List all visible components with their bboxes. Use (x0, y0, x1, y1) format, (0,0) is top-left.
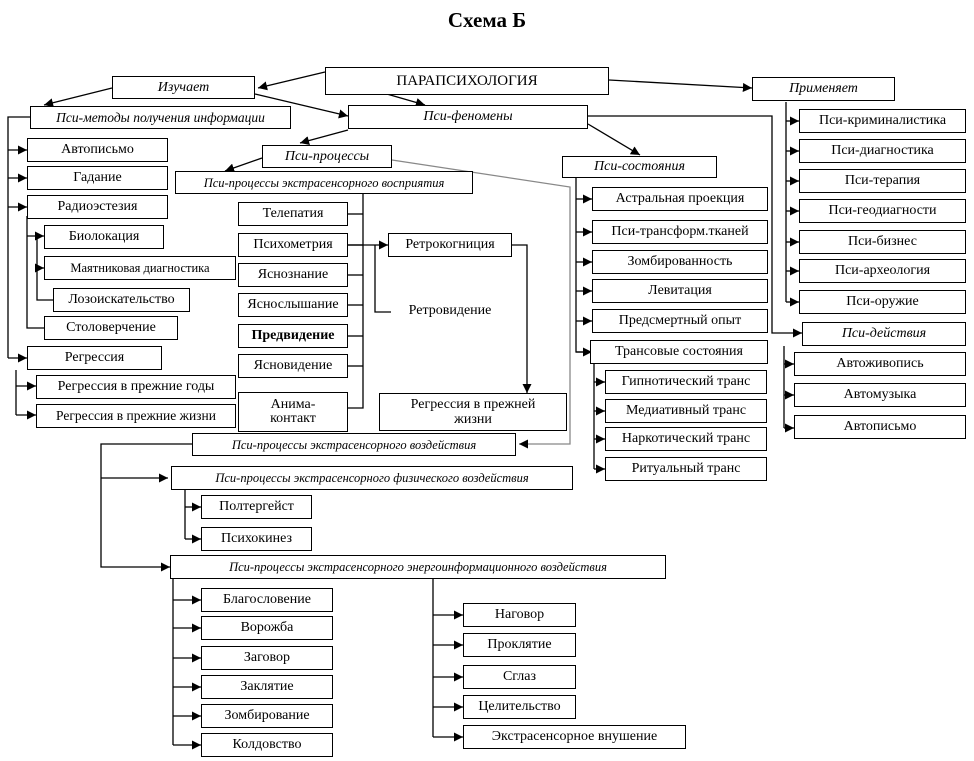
node-psihometriya: Психометрия (238, 233, 348, 257)
node-avtozhivopis: Автоживопись (794, 352, 966, 376)
node-zaklyatie: Заклятие (201, 675, 333, 699)
edge-processy-vozdeystvie (391, 159, 571, 449)
edge-fenomeny-processy (299, 129, 349, 146)
node-predsmertny: Предсмертный опыт (592, 309, 768, 333)
node-celitelstvo: Целительство (463, 695, 576, 719)
node-zagovor: Заговор (201, 646, 333, 670)
node-diagnostika: Пси-диагностика (799, 139, 966, 163)
node-psihokinez: Психокинез (201, 527, 312, 551)
node-kriminalistika: Пси-криминалистика (799, 109, 966, 133)
edge-root-primenyaet (608, 79, 753, 93)
node-blagoslovenie: Благословение (201, 588, 333, 612)
node-regressiya-zhizni: Регрессия в прежние жизни (36, 404, 236, 428)
node-gadanie: Гадание (27, 166, 168, 190)
node-regressiya-prezhney: Регрессия в прежней жизни (379, 393, 567, 431)
node-oruzhie: Пси-оружие (799, 290, 966, 314)
node-geodiagnosti: Пси-геодиагности (799, 199, 966, 223)
edge-izuchaet-metody (43, 87, 113, 108)
node-koldovstvo: Колдовство (201, 733, 333, 757)
node-avtomuzyka: Автомузыка (794, 383, 966, 407)
node-esp-vospriyatie: Пси-процессы экстрасенсорного восприятия (175, 171, 473, 194)
node-psi-deystviya: Пси-действия (802, 322, 966, 346)
node-mediativny: Медиативный транс (605, 399, 767, 423)
node-biolokaciya: Биолокация (44, 225, 164, 249)
spine-sostoyaniya (575, 177, 590, 353)
node-avtopismo: Автописьмо (27, 138, 168, 162)
node-yasnovidenie: Ясновидение (238, 354, 348, 378)
node-transovye: Трансовые состояния (590, 340, 768, 364)
node-vorozhba: Ворожба (201, 616, 333, 640)
node-poltergeist: Полтергейст (201, 495, 312, 519)
node-regressiya-prezhney-label: Регрессия в прежней жизни (410, 397, 536, 427)
node-regressiya-gody: Регрессия в прежние годы (36, 375, 236, 399)
node-biznes: Пси-бизнес (799, 230, 966, 254)
node-ritualny: Ритуальный транс (605, 457, 767, 481)
diagram-title: Схема Б (447, 8, 527, 32)
node-izuchaet: Изучает (112, 76, 255, 99)
node-retrovidenie: Ретровидение (391, 298, 509, 324)
node-stoloverchenie: Столоверчение (44, 316, 178, 340)
node-lozoiskatelstvo: Лозоискательство (53, 288, 190, 312)
spine-metody (7, 116, 30, 358)
node-gipnoticheskiy: Гипнотический транс (605, 370, 767, 394)
node-narkoticheskiy: Наркотический транс (605, 427, 767, 451)
edge-fenomeny-deystviya (588, 115, 802, 338)
node-psi-sostoyaniya: Пси-состояния (562, 156, 717, 178)
node-yasnoznanie: Яснознание (238, 263, 348, 287)
edge-izuchaet-fenomeny (254, 93, 349, 119)
node-transform: Пси-трансформ.тканей (592, 220, 768, 244)
node-arheologiya: Пси-археология (799, 259, 966, 283)
node-esp-fizicheskoe: Пси-процессы экстрасенсорного физическог… (171, 466, 573, 490)
node-telepatiya: Телепатия (238, 202, 348, 226)
node-sglaz: Сглаз (463, 665, 576, 689)
node-radioesteziya: Радиоэстезия (27, 195, 168, 219)
edge-fenomeny-sostoyaniya (587, 123, 641, 156)
node-proklyatie: Проклятие (463, 633, 576, 657)
node-retrokogniciya: Ретрокогниция (388, 233, 512, 257)
node-primenyaet: Применяет (752, 77, 895, 101)
node-zombirovannost: Зомбированность (592, 250, 768, 274)
node-terapiya: Пси-терапия (799, 169, 966, 193)
edge-processy-vospriyatie (224, 157, 263, 173)
node-vnushenie: Экстрасенсорное внушение (463, 725, 686, 749)
node-levitaciya: Левитация (592, 279, 768, 303)
node-regressiya: Регрессия (27, 346, 162, 370)
node-yasnoslyshanie: Яснослышание (238, 293, 348, 317)
node-zombirovanie: Зомбирование (201, 704, 333, 728)
node-nagovor: Наговор (463, 603, 576, 627)
node-root: ПАРАПСИХОЛОГИЯ (325, 67, 609, 95)
node-anima-kontakt-label: Анима-контакт (270, 397, 316, 426)
node-esp-energo: Пси-процессы экстрасенсорного энергоинфо… (170, 555, 666, 579)
edge-root-izuchaet (257, 71, 326, 91)
node-psi-processy: Пси-процессы (262, 145, 392, 168)
node-astral: Астральная проекция (592, 187, 768, 211)
node-esp-vozdeystvie: Пси-процессы экстрасенсорного воздействи… (192, 433, 516, 456)
node-psi-metody: Пси-методы получения информации (30, 106, 291, 129)
node-mayatnik: Маятниковая диагностика (44, 256, 236, 280)
node-anima-kontakt: Анима-контакт (238, 392, 348, 432)
node-predvidenie: Предвидение (238, 324, 348, 348)
spine-vozdeystvie (100, 443, 192, 572)
spine-vospriyatie (348, 193, 364, 409)
node-avtopismo2: Автописьмо (794, 415, 966, 439)
node-psi-fenomeny: Пси-феномены (348, 105, 588, 129)
